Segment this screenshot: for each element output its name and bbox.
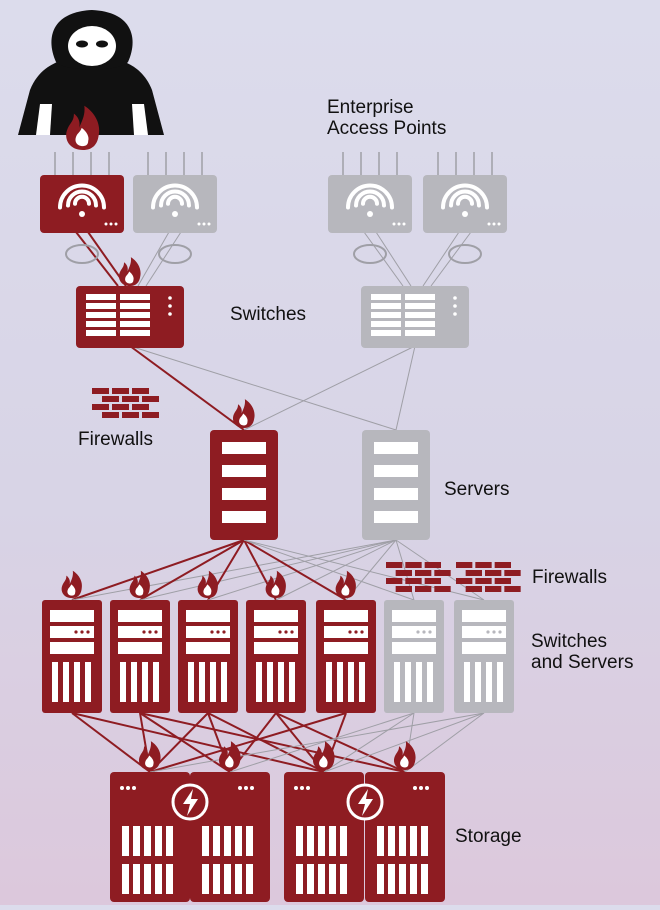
link xyxy=(243,345,416,431)
compromised-link xyxy=(71,539,245,601)
flame-icon xyxy=(312,741,335,770)
storage-unit xyxy=(365,741,445,902)
flame-icon xyxy=(129,570,150,598)
rack-switch-server xyxy=(454,600,514,713)
link xyxy=(229,712,415,773)
compromised-link xyxy=(75,231,119,287)
brick-wall-icon xyxy=(456,562,521,592)
link xyxy=(129,345,397,431)
wifi-icon xyxy=(151,183,199,217)
link xyxy=(323,712,415,773)
access-point xyxy=(133,152,217,233)
access-point xyxy=(423,152,507,233)
hooded-hacker-icon xyxy=(18,10,164,150)
storage-unit xyxy=(110,741,190,902)
compromised-link xyxy=(243,539,347,601)
flame-icon xyxy=(197,570,218,598)
flame-icon xyxy=(61,570,82,598)
switch xyxy=(76,257,184,348)
link xyxy=(137,231,170,287)
compromised-link xyxy=(207,712,325,773)
storage-unit xyxy=(190,741,270,902)
flame-icon xyxy=(218,741,241,770)
compromised-link xyxy=(275,712,406,773)
flame-icon xyxy=(118,257,141,286)
access-point xyxy=(328,152,412,233)
switches-label: Switches xyxy=(230,304,307,325)
link xyxy=(275,539,397,601)
compromised-link xyxy=(139,712,231,773)
server xyxy=(210,399,278,540)
flame-icon xyxy=(66,105,100,150)
firewalls-upper-label: Firewalls xyxy=(78,429,153,450)
switch xyxy=(361,286,469,348)
storage-unit xyxy=(284,741,364,902)
server xyxy=(362,430,430,540)
network-nodes xyxy=(18,10,521,902)
link xyxy=(145,231,182,287)
lightning-bolt-icon xyxy=(171,783,209,821)
compromised-link xyxy=(139,539,245,601)
rack-switch-server xyxy=(246,570,306,713)
storage-label: Storage xyxy=(455,826,522,847)
compromised-link xyxy=(129,345,245,431)
access-points-label: Enterprise Access Points xyxy=(327,97,447,139)
firewalls-lower-label: Firewalls xyxy=(532,567,607,588)
compromised-link xyxy=(139,712,406,773)
switches-and-servers-label: Switches and Servers xyxy=(531,631,634,673)
rack-switch-server xyxy=(384,600,444,713)
link xyxy=(422,231,460,287)
cable-loop xyxy=(353,244,387,264)
link xyxy=(323,712,485,773)
compromised-link xyxy=(71,712,325,773)
link xyxy=(395,345,416,431)
cable-loop xyxy=(448,244,482,264)
wifi-icon xyxy=(346,183,394,217)
servers-label: Servers xyxy=(444,479,510,500)
lightning-bolt-icon xyxy=(346,783,384,821)
link xyxy=(243,539,415,601)
wifi-icon xyxy=(58,183,106,217)
compromised-link xyxy=(149,712,347,773)
flame-icon xyxy=(232,399,255,428)
compromised-link xyxy=(71,712,151,773)
rack-switch-server xyxy=(316,570,376,713)
brick-wall-icon xyxy=(92,388,159,418)
wifi-icon xyxy=(441,183,489,217)
brick-wall-icon xyxy=(386,562,451,592)
cable-loop xyxy=(158,244,192,264)
link xyxy=(139,539,397,601)
cable-loop xyxy=(65,244,99,264)
rack-switch-server xyxy=(178,570,238,713)
link xyxy=(149,712,485,773)
flame-icon xyxy=(138,741,161,770)
rack-switch-server xyxy=(110,570,170,713)
network-links xyxy=(65,231,485,773)
rack-switch-server xyxy=(42,570,102,713)
flame-icon xyxy=(265,570,286,598)
access-point xyxy=(40,152,124,233)
link xyxy=(71,539,397,601)
link xyxy=(207,539,397,601)
link xyxy=(375,231,412,287)
flame-icon xyxy=(335,570,356,598)
link xyxy=(404,712,485,773)
flame-icon xyxy=(393,741,416,770)
